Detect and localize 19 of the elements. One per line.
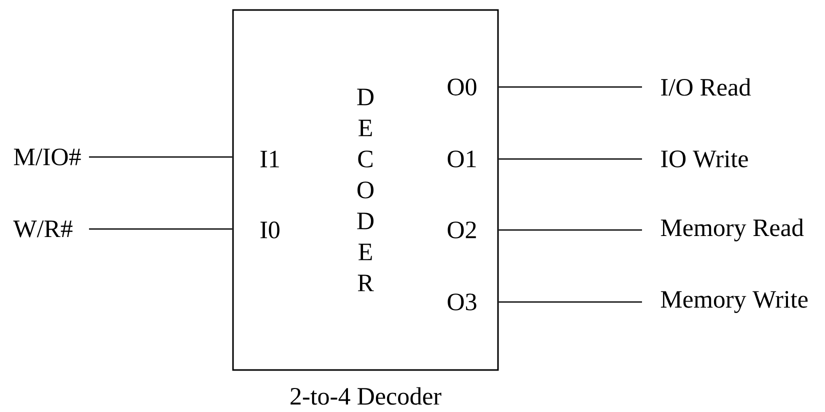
signal-line xyxy=(498,86,642,88)
pin-label: O3 xyxy=(448,294,476,310)
output-signal-label: Memory Write xyxy=(660,291,808,313)
pin-label: I0 xyxy=(260,222,280,238)
signal-line xyxy=(89,156,232,158)
signal-line xyxy=(89,228,232,230)
signal-line xyxy=(498,158,642,160)
output-signal-label: Memory Read xyxy=(660,218,804,242)
pin-label: O1 xyxy=(448,150,476,168)
input-signal-label: W/R# xyxy=(13,220,72,238)
pin-label: I1 xyxy=(260,150,279,168)
caption: 2-to-4 Decoder xyxy=(290,387,442,405)
signal-line xyxy=(498,301,642,303)
output-signal-label: IO Write xyxy=(661,150,748,168)
input-signal-label: M/IO# xyxy=(14,148,81,166)
output-signal-label: I/O Read xyxy=(661,78,751,96)
signal-line xyxy=(498,229,642,231)
pin-label: O0 xyxy=(448,78,476,96)
pin-label: O2 xyxy=(448,222,476,238)
